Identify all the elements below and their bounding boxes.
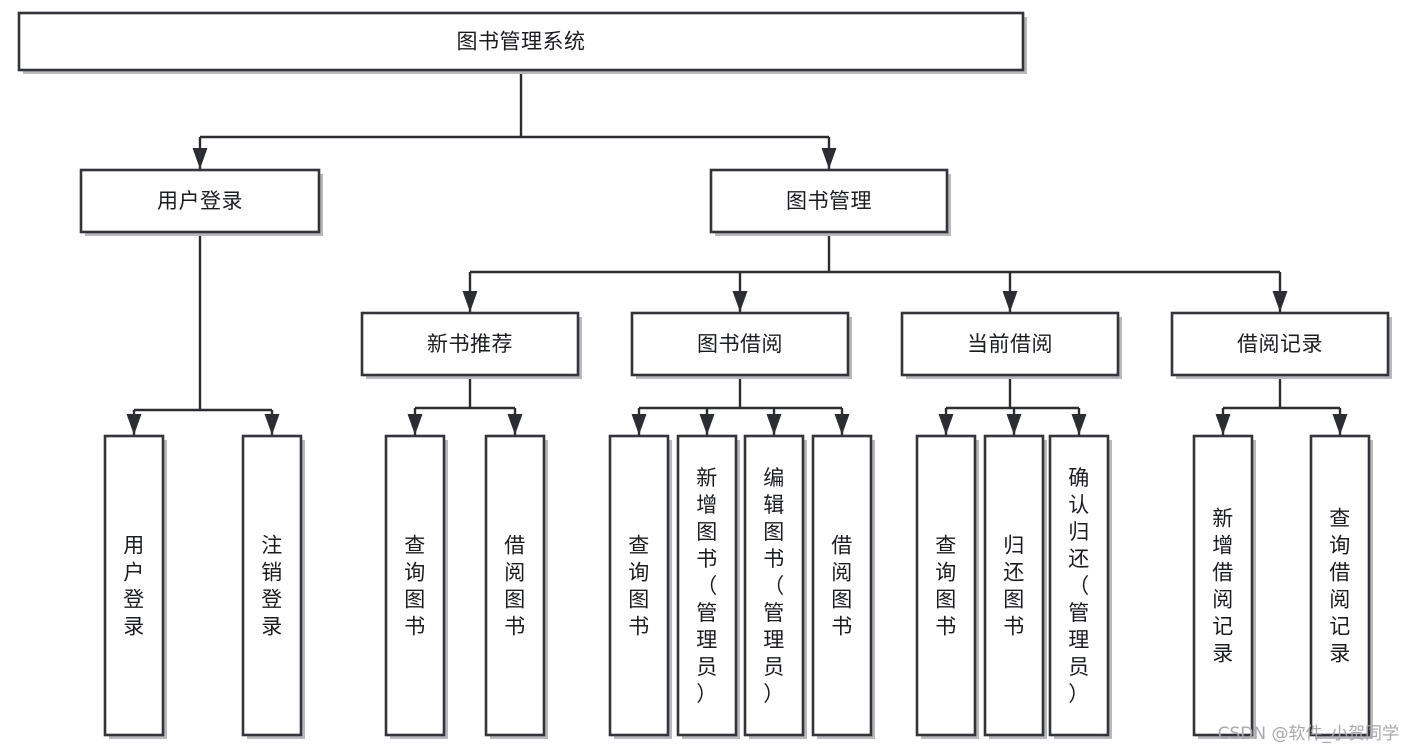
node-leaf-query-book-rec[interactable]: 查询图书 (384, 434, 448, 739)
node-label: 注销登录 (261, 534, 283, 639)
node-leaf-add-book[interactable]: 新增图书（管理员） (676, 434, 740, 739)
node-label: 当前借阅 (967, 332, 1053, 356)
node-book-borrow[interactable]: 图书借阅 (630, 311, 852, 379)
node-user-login[interactable]: 用户登录 (79, 168, 323, 236)
node-leaf-borrow-book-rec[interactable]: 借阅图书 (484, 434, 548, 739)
node-leaf-user-login[interactable]: 用户登录 (103, 434, 167, 739)
node-borrow-record[interactable]: 借阅记录 (1170, 311, 1392, 379)
connector-layer (126, 70, 1348, 435)
node-leaf-add-record[interactable]: 新增借阅记录 (1192, 434, 1256, 739)
node-label: 查询图书 (404, 534, 426, 639)
node-label: 图书管理系统 (457, 30, 586, 54)
node-label: 图书管理 (786, 189, 872, 213)
node-label: 归还图书 (1003, 534, 1025, 639)
node-label: 借阅图书 (504, 534, 526, 639)
node-root-图书管理系统[interactable]: 图书管理系统 (17, 11, 1027, 74)
node-layer: 图书管理系统用户登录图书管理新书推荐图书借阅当前借阅借阅记录用户登录注销登录查询… (17, 11, 1392, 739)
node-label: 确认归还（管理员） (1068, 466, 1090, 706)
node-label: 编辑图书（管理员） (763, 466, 785, 706)
node-label: 查询借阅记录 (1329, 507, 1351, 666)
node-label: 新增借阅记录 (1212, 507, 1234, 666)
node-leaf-confirm-return[interactable]: 确认归还（管理员） (1048, 434, 1112, 739)
node-new-book-rec[interactable]: 新书推荐 (360, 311, 582, 379)
node-label: 查询图书 (628, 534, 650, 639)
node-book-manage[interactable]: 图书管理 (709, 168, 951, 236)
node-leaf-return-book[interactable]: 归还图书 (983, 434, 1047, 739)
node-label: 用户登录 (157, 189, 243, 213)
node-label: 图书借阅 (697, 332, 783, 356)
node-label: 用户登录 (123, 534, 145, 639)
node-leaf-query-book-borrow[interactable]: 查询图书 (608, 434, 672, 739)
node-leaf-query-book-current[interactable]: 查询图书 (915, 434, 979, 739)
node-label: 新增图书（管理员） (696, 466, 718, 706)
node-leaf-user-logout[interactable]: 注销登录 (241, 434, 305, 739)
node-leaf-edit-book[interactable]: 编辑图书（管理员） (743, 434, 807, 739)
node-leaf-borrow-book[interactable]: 借阅图书 (811, 434, 875, 739)
node-label: 查询图书 (935, 534, 957, 639)
csdn-watermark: CSDN @软件_小贺同学 (1217, 724, 1399, 744)
node-leaf-query-record[interactable]: 查询借阅记录 (1309, 434, 1373, 739)
node-label: 借阅记录 (1237, 332, 1323, 356)
node-label: 借阅图书 (831, 534, 853, 639)
node-current-borrow[interactable]: 当前借阅 (900, 311, 1122, 379)
node-label: 新书推荐 (427, 332, 513, 356)
